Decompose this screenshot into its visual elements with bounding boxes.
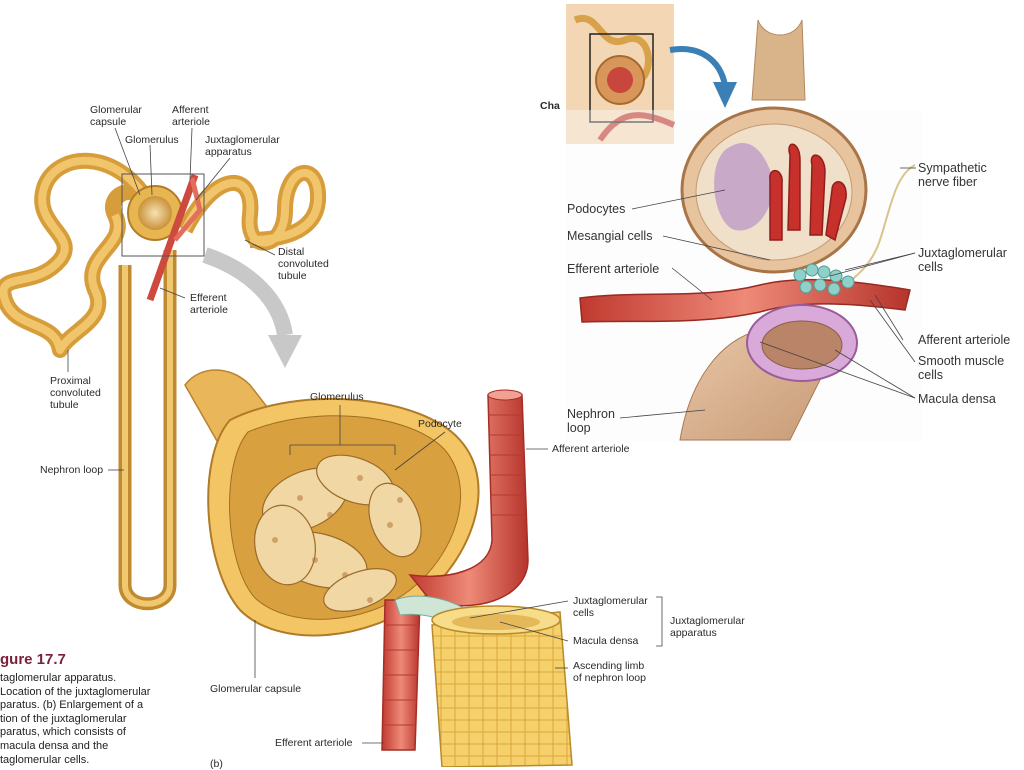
caption-line: taglomerular apparatus. bbox=[0, 672, 117, 684]
label-efferent-arteriole-right: Efferent arteriole bbox=[567, 262, 660, 276]
caption-line: tion of the juxtaglomerular bbox=[0, 712, 127, 725]
label-podocytes: Podocytes bbox=[567, 202, 626, 216]
figure-title: gure 17.7 bbox=[0, 651, 66, 668]
blue-zoom-arrow bbox=[669, 46, 728, 86]
label-macula-densa-right: Macula densa bbox=[918, 392, 996, 406]
caption-line: paratus. (b) Enlargement of a bbox=[0, 699, 144, 712]
label-chap: Cha bbox=[540, 100, 560, 112]
caption-line: macula densa and the bbox=[0, 739, 109, 752]
label-juxtaglomerular-apparatus-left: Juxtaglomerular apparatus bbox=[205, 134, 280, 158]
label-mesangial-cells: Mesangial cells bbox=[567, 229, 653, 243]
arteriole-detail bbox=[579, 278, 911, 323]
label-afferent-arteriole-right: Afferent arteriole bbox=[918, 333, 1011, 347]
label-smooth-muscle: Smooth muscle cells bbox=[918, 354, 1005, 382]
label-macula-densa-center: Macula densa bbox=[573, 635, 639, 647]
label-glomerulus-left: Glomerulus bbox=[125, 134, 179, 146]
label-nephron-loop-right: Nephron loop bbox=[567, 407, 615, 435]
label-afferent-arteriole-left: Afferent arteriole bbox=[172, 104, 210, 128]
label-jg-apparatus-center: Juxtaglomerular apparatus bbox=[670, 615, 745, 639]
panel-b-mark: (b) bbox=[210, 758, 223, 770]
caption-line: paratus, which consists of bbox=[0, 726, 126, 739]
label-jg-cells-center: Juxtaglomerular cells bbox=[573, 595, 648, 619]
detail-drawing bbox=[565, 4, 923, 442]
label-efferent-arteriole-center: Efferent arteriole bbox=[275, 737, 353, 749]
capillary-loops bbox=[769, 143, 847, 242]
label-glomerular-capsule-center: Glomerular capsule bbox=[210, 683, 302, 695]
inset-zoom-box bbox=[589, 33, 654, 123]
podocytes-detail bbox=[714, 142, 773, 231]
label-sympathetic-nerve: Sympathetic nerve fiber bbox=[918, 161, 987, 189]
macula-densa-shape bbox=[452, 614, 540, 630]
label-glomerulus-center: Glomerulus bbox=[310, 391, 364, 403]
ascending-limb-shape bbox=[431, 611, 573, 767]
label-jg-cells-right: Juxtaglomerular cells bbox=[918, 246, 1007, 274]
label-ascending-limb: Ascending limb of nephron loop bbox=[573, 660, 646, 684]
zoom-box bbox=[121, 173, 205, 257]
glomerulus-shape bbox=[138, 196, 172, 230]
label-proximal-tubule: Proximal convoluted tubule bbox=[50, 375, 101, 411]
zoom-arrow bbox=[202, 247, 293, 337]
caption-line: Location of the juxtaglomerular bbox=[0, 685, 151, 698]
jg-cells-detail bbox=[793, 263, 855, 296]
nephron-loop-shape bbox=[118, 250, 177, 611]
nephron-drawing bbox=[0, 127, 327, 611]
figure-caption: taglomerular apparatus. Location of the … bbox=[0, 672, 210, 767]
label-glomerular-capsule-left: Glomerular capsule bbox=[90, 104, 142, 128]
label-afferent-arteriole-center: Afferent arteriole bbox=[552, 443, 630, 455]
label-nephron-loop-left: Nephron loop bbox=[40, 464, 104, 476]
caption-line: taglomerular cells. bbox=[0, 753, 90, 766]
glomerulus-tufts bbox=[254, 454, 422, 612]
label-efferent-arteriole-left: Efferent arteriole bbox=[190, 292, 228, 316]
label-distal-tubule: Distal convoluted tubule bbox=[278, 246, 329, 282]
label-podocyte: Podocyte bbox=[418, 418, 462, 430]
enlargement-drawing bbox=[184, 369, 663, 767]
efferent-arteriole-shape bbox=[146, 173, 199, 302]
